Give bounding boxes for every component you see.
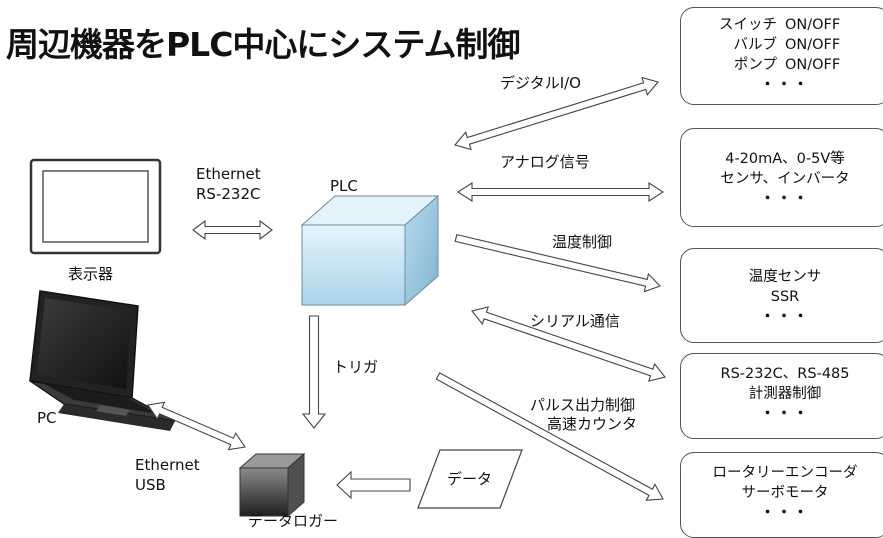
device-line: 計測器制御	[748, 386, 822, 402]
arrow-display-plc	[192, 219, 273, 241]
device-line: RS-232C、RS-485	[720, 366, 850, 382]
logger-label: データロガー	[248, 512, 339, 530]
device-box-serial: RS-232C、RS-485 計測器制御 ・・・	[680, 353, 883, 439]
device-line: センサ、インバータ	[720, 171, 850, 187]
device-line: SSR	[770, 289, 800, 305]
arrow-temperature	[454, 233, 661, 293]
display-link-line1: Ethernet	[196, 165, 261, 183]
ellipsis: ・・・	[760, 191, 810, 207]
display-label: 表示器	[68, 265, 114, 283]
device-box-pulse: ロータリーエンコーダ サーボモータ ・・・	[680, 452, 883, 538]
conn-label-pulse-line1: パルス出力制御	[530, 396, 636, 414]
ellipsis: ・・・	[760, 406, 810, 422]
device-line: ロータリーエンコーダ	[712, 465, 858, 481]
pc-link-line1: Ethernet	[135, 456, 200, 474]
ellipsis: ・・・	[760, 77, 810, 93]
device-line: サーボモータ	[741, 485, 829, 501]
arrow-trigger	[301, 315, 327, 429]
conn-label-temperature: 温度制御	[552, 233, 613, 251]
conn-label-analog: アナログ信号	[500, 153, 590, 171]
arrow-pc-logger	[147, 401, 246, 451]
device-box-analog: 4-20mA、0-5V等 センサ、インバータ ・・・	[680, 128, 883, 227]
device-line: 4-20mA、0-5V等	[725, 151, 845, 167]
ellipsis: ・・・	[760, 309, 810, 325]
plc-cube	[300, 194, 440, 307]
data-logger-icon	[238, 452, 306, 518]
arrow-serial	[471, 306, 666, 382]
display-icon	[29, 158, 162, 255]
conn-label-serial: シリアル通信	[530, 312, 620, 330]
device-box-temperature: 温度センサ SSR ・・・	[680, 248, 883, 343]
conn-label-pulse-line2: 高速カウンタ	[547, 415, 638, 433]
arrow-analog	[456, 181, 665, 203]
conn-label-digital-io: デジタルI/O	[500, 74, 581, 92]
data-label: データ	[447, 470, 493, 488]
pc-link-line2: USB	[135, 476, 166, 494]
arrow-pulse	[435, 372, 664, 501]
plc-label: PLC	[330, 177, 358, 195]
arrow-data-to-logger	[336, 470, 411, 500]
pc-label: PC	[37, 409, 57, 427]
display-link-line2: RS-232C	[196, 185, 261, 203]
ellipsis: ・・・	[760, 505, 810, 521]
page-title: 周辺機器をPLC中心にシステム制御	[6, 25, 520, 64]
device-line: 温度センサ	[748, 269, 822, 285]
trigger-label: トリガ	[333, 358, 379, 376]
arrow-digital-io	[454, 76, 659, 151]
data-parallelogram	[417, 449, 523, 509]
